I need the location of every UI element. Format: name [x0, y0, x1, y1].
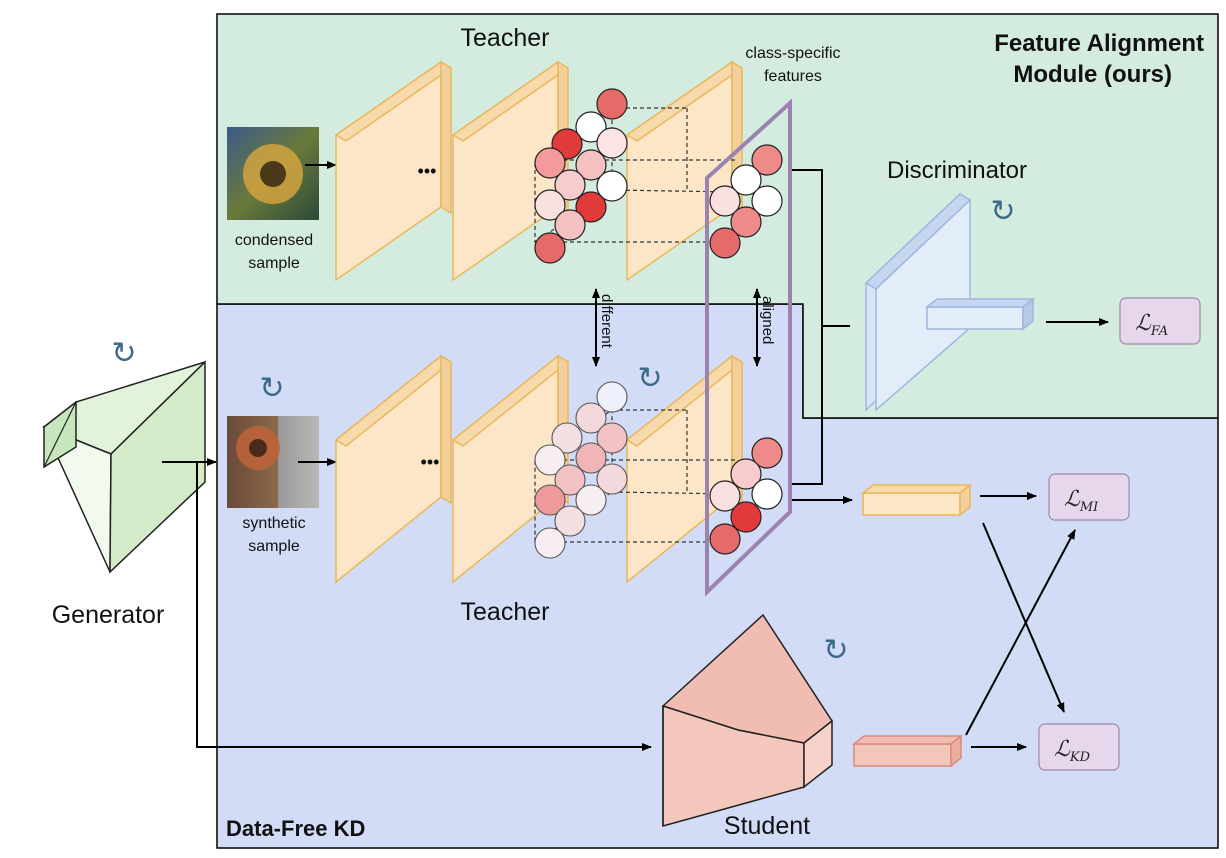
update-icon-synthetic: ↻: [259, 371, 284, 406]
teacher-output-to-loss-kd-arrow: [982, 522, 1065, 713]
generator-network: [42, 360, 206, 574]
teacher-bottom-feature-map-1: [334, 354, 453, 584]
neurons-top: [534, 88, 628, 264]
update-icon-discriminator: ↻: [990, 194, 1015, 229]
loss-kd-symbol: ℒ: [1054, 737, 1071, 762]
update-icon-student: ↻: [823, 633, 848, 668]
neurons-bottom: [534, 381, 628, 559]
synthetic-sample-label-line1: synthetic: [242, 515, 305, 532]
condensed-sample-image: [227, 127, 319, 220]
top-features-to-discriminator: [792, 169, 850, 327]
student-label: Student: [724, 812, 810, 840]
loss-fa-subscript: FA: [1150, 324, 1168, 339]
generator-label: Generator: [52, 601, 165, 629]
teacher-output-block: [860, 483, 973, 517]
ellipsis-top: •••: [418, 161, 437, 181]
svg-text:ℒFA: ℒFA: [1135, 311, 1168, 339]
class-specific-label-line2: features: [764, 68, 822, 85]
aligned-label: aligned: [759, 296, 776, 344]
svg-text:ℒKD: ℒKD: [1054, 737, 1091, 765]
student-network: [661, 613, 834, 827]
synthetic-sample-label-line2: sample: [248, 538, 300, 555]
bottom-features-to-discriminator: [792, 326, 823, 485]
loss-fa-symbol: ℒ: [1135, 311, 1152, 336]
feature-alignment-title-line1: Feature Alignment: [994, 30, 1204, 57]
condensed-sample-label-line2: sample: [248, 255, 300, 272]
feature-alignment-title-line2: Module (ours): [1013, 61, 1172, 88]
teacher-bottom-label: Teacher: [461, 598, 550, 626]
update-icon-generator: ↻: [111, 336, 136, 371]
class-features-top: [709, 144, 783, 259]
student-output-block: [851, 734, 964, 768]
class-features-bottom: [709, 437, 783, 555]
svg-text:ℒMI: ℒMI: [1064, 487, 1099, 515]
student-output-to-loss-mi-arrow: [965, 529, 1076, 736]
loss-mi-box: ℒMI: [1048, 473, 1130, 521]
different-label: different: [598, 294, 615, 349]
discriminator-block: [864, 192, 1036, 412]
loss-fa-box: ℒFA: [1119, 297, 1201, 345]
teacher-top-feature-map-1: [334, 60, 453, 282]
loss-kd-subscript: KD: [1069, 750, 1091, 765]
teacher-top-label: Teacher: [461, 24, 550, 52]
loss-kd-box: ℒKD: [1038, 723, 1120, 771]
ellipsis-bottom: •••: [421, 452, 440, 472]
class-specific-label-line1: class-specific: [745, 45, 840, 62]
generator-to-student-path: [196, 462, 652, 751]
loss-mi-symbol: ℒ: [1064, 487, 1081, 512]
loss-mi-subscript: MI: [1079, 500, 1099, 515]
update-icon-teacher-bottom: ↻: [637, 361, 662, 396]
condensed-sample-label-line1: condensed: [235, 232, 313, 249]
discriminator-label: Discriminator: [887, 157, 1027, 184]
data-free-kd-title: Data-Free KD: [226, 816, 365, 841]
class-features-highlight: [705, 98, 792, 597]
